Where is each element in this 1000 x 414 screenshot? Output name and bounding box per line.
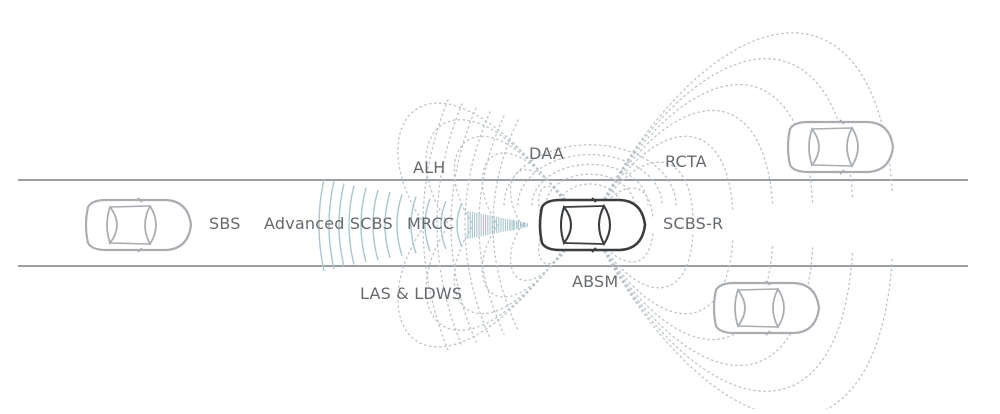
car-crossing-icon (786, 119, 895, 175)
ego-car-icon (538, 197, 647, 253)
car-rear-icon (712, 280, 821, 336)
absm-label: ABSM (572, 272, 619, 291)
advanced-scbs-arcs (318, 178, 463, 272)
las-ldws-label: LAS & LDWS (360, 284, 463, 303)
scbs-r-label: SCBS-R (663, 214, 724, 233)
alh-label: ALH (413, 158, 446, 177)
advanced-scbs-label: Advanced SCBS (264, 214, 393, 233)
daa-label: DAA (529, 144, 564, 163)
rcta-label: RCTA (665, 152, 707, 171)
car-front-icon (84, 197, 193, 253)
sbs-label: SBS (209, 214, 241, 233)
mrcc-label: MRCC (407, 214, 455, 233)
lane-keeping-arcs (422, 99, 519, 351)
